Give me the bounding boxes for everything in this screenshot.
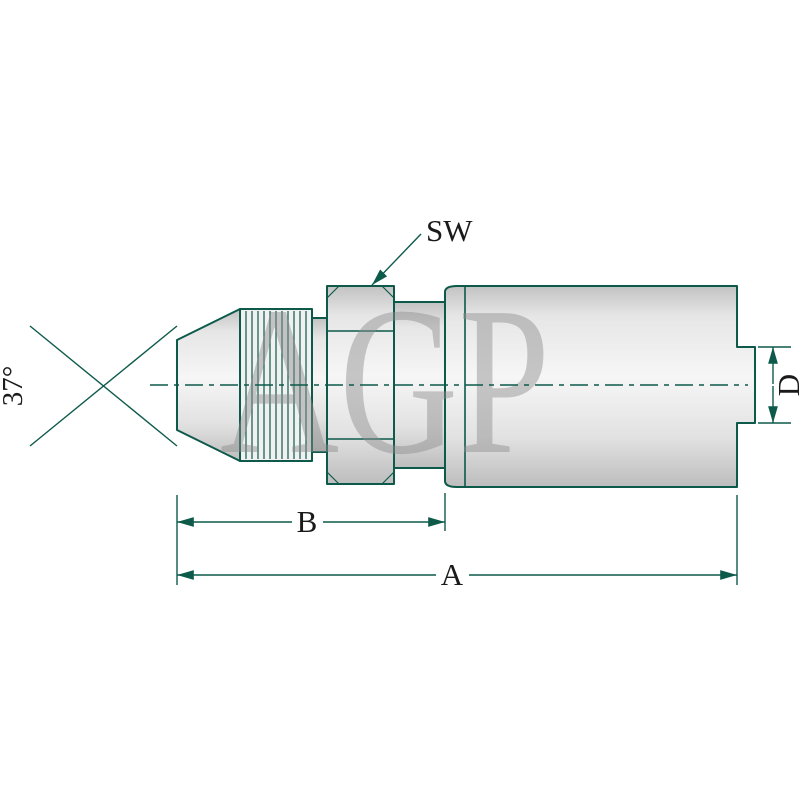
- wrench-size-label: SW: [426, 213, 473, 248]
- sw-leader-line: [371, 233, 422, 286]
- hex-corner-chamfers: [326, 285, 395, 485]
- dim-b: B: [176, 493, 446, 585]
- hex-facet-lines: [327, 330, 394, 440]
- wrench-size-callout: SW: [371, 213, 473, 286]
- dim-b-label: B: [297, 504, 318, 539]
- watermark-text: AGP: [220, 263, 550, 498]
- dim-d-label: D: [771, 374, 800, 396]
- flare-angle: 37°: [0, 325, 178, 447]
- crimp-sleeve: [444, 285, 756, 488]
- angle-label: 37°: [0, 366, 29, 407]
- dim-a-label: A: [441, 557, 464, 592]
- dim-a: A: [177, 495, 738, 592]
- dim-d: D: [758, 346, 800, 424]
- flare-angle-lines: [29, 325, 178, 447]
